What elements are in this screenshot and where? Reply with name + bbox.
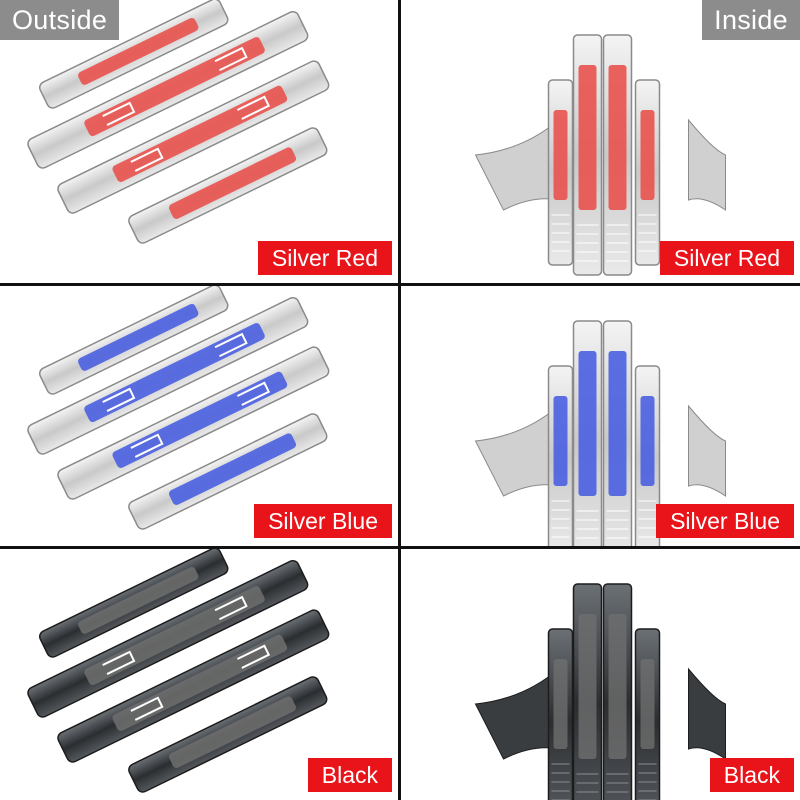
sill-plate xyxy=(38,549,229,658)
sill-plate xyxy=(602,34,633,276)
sill-plate xyxy=(27,11,309,169)
accent-insert xyxy=(78,566,199,634)
sill-plate xyxy=(634,365,661,546)
accent-insert xyxy=(578,614,597,759)
accent-insert xyxy=(608,65,627,210)
inside-black-panel: Black xyxy=(401,549,800,800)
sill-plate xyxy=(602,320,633,546)
vertical-divider xyxy=(398,0,401,800)
sill-plate xyxy=(57,346,330,500)
sill-plate xyxy=(128,413,328,530)
outside-header: Outside xyxy=(0,0,120,40)
outside-black-image xyxy=(27,549,330,793)
sill-plate xyxy=(547,79,574,266)
sill-plate xyxy=(547,365,574,546)
accent-insert xyxy=(78,303,199,371)
left-wing-trim xyxy=(474,667,559,760)
sill-plate xyxy=(572,320,603,546)
left-wing-trim xyxy=(474,404,559,497)
sill-plate xyxy=(634,79,661,266)
horizontal-divider-1 xyxy=(0,283,800,286)
sill-plate xyxy=(572,34,603,276)
accent-insert xyxy=(553,396,568,486)
accent-insert xyxy=(553,110,568,200)
accent-insert xyxy=(84,323,265,423)
variant-label-silver-blue-inside: Silver Blue xyxy=(656,504,794,538)
accent-insert xyxy=(169,433,297,505)
accent-insert xyxy=(112,634,288,731)
variant-label-silver-red-outside: Silver Red xyxy=(257,241,392,275)
inside-silver-red-panel: Inside Silver Red xyxy=(401,0,800,283)
outside-silver-red-panel: Outside Silver Red xyxy=(0,0,398,283)
sill-plate xyxy=(572,583,603,800)
sill-plate xyxy=(57,60,330,214)
accent-insert xyxy=(640,396,655,486)
right-wing-trim xyxy=(688,404,726,497)
accent-insert xyxy=(640,110,655,200)
outside-silver-red-image xyxy=(27,0,330,244)
left-wing-trim xyxy=(474,118,559,211)
inside-header: Inside xyxy=(702,0,800,40)
accent-insert xyxy=(553,659,568,749)
sill-plate xyxy=(38,0,229,109)
sill-plate xyxy=(128,127,328,244)
outside-silver-blue-panel: Silver Blue xyxy=(0,286,398,546)
accent-insert xyxy=(112,85,288,182)
variant-label-silver-blue-outside: Silver Blue xyxy=(254,504,392,538)
inside-black-image xyxy=(474,583,726,800)
accent-insert xyxy=(84,586,265,686)
outside-silver-blue-image xyxy=(27,286,330,530)
accent-insert xyxy=(78,17,199,85)
variant-label-black-outside: Black xyxy=(307,758,392,792)
accent-insert xyxy=(608,614,627,759)
sill-plate xyxy=(27,297,309,455)
sill-plate xyxy=(547,628,574,800)
accent-insert xyxy=(640,659,655,749)
accent-insert xyxy=(169,147,297,219)
right-wing-trim xyxy=(688,118,726,211)
right-wing-trim xyxy=(688,667,726,760)
accent-insert xyxy=(578,65,597,210)
accent-insert xyxy=(84,37,265,137)
sill-plate xyxy=(602,583,633,800)
accent-insert xyxy=(608,351,627,496)
accent-insert xyxy=(169,696,297,768)
accent-insert xyxy=(578,351,597,496)
variant-label-black-inside: Black xyxy=(709,758,794,792)
sill-plate xyxy=(38,286,229,395)
sill-plate xyxy=(27,560,309,718)
sill-plate xyxy=(57,609,330,763)
outside-black-panel: Black xyxy=(0,549,398,800)
inside-silver-red-image xyxy=(474,34,726,276)
sill-plate xyxy=(128,676,328,793)
variant-label-silver-red-inside: Silver Red xyxy=(659,241,794,275)
sill-plate xyxy=(634,628,661,800)
accent-insert xyxy=(112,371,288,468)
inside-silver-blue-panel: Silver Blue xyxy=(401,286,800,546)
horizontal-divider-2 xyxy=(0,546,800,549)
inside-silver-blue-image xyxy=(474,320,726,546)
